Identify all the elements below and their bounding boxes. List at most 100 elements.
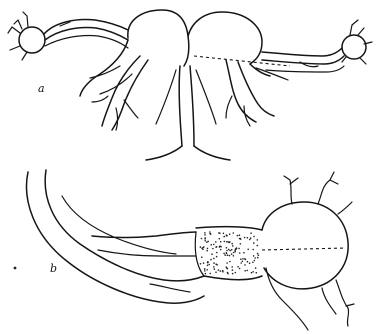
stipple-dot [233, 255, 235, 257]
stipple-dot [249, 239, 251, 241]
panel-b-label: b [50, 262, 57, 275]
stipple-dot [232, 245, 234, 247]
stipple-dot [213, 262, 215, 264]
stipple-dot [204, 237, 206, 239]
stipple-dot [215, 263, 217, 265]
stipple-dot [255, 272, 257, 274]
panel-b-drawing: b [14, 170, 354, 330]
stipple-dot [216, 246, 218, 248]
stipple-dot [226, 235, 228, 237]
stipple-dot [211, 253, 213, 255]
stipple-dot [236, 247, 238, 249]
left-lobe [128, 10, 189, 66]
stipple-dot [200, 263, 202, 265]
stipple-dot [226, 247, 228, 249]
stipple-dot [257, 257, 259, 259]
stipple-dot [254, 257, 256, 259]
stipple-dot [240, 258, 242, 260]
stipple-dot [214, 268, 216, 270]
large-bulb [262, 202, 348, 330]
stipple-dot [222, 270, 224, 272]
left-bulb [8, 12, 45, 60]
stipple-dot [206, 269, 208, 271]
stipple-dot [252, 262, 254, 264]
stipple-dot [213, 266, 215, 268]
stipple-dot [251, 272, 253, 274]
stipple-dot [233, 252, 235, 254]
stipple-dot [228, 249, 230, 251]
stipple-dot [247, 237, 249, 239]
stipple-dot [223, 236, 225, 238]
stipple-dot [250, 232, 252, 234]
stipple-dot [238, 248, 240, 250]
stipple-dot [208, 264, 210, 266]
stipple-dot [253, 236, 255, 238]
stipple-dot [244, 264, 246, 266]
stipple-dot [240, 243, 242, 245]
stipple-dot [239, 234, 241, 236]
upper-fibres [284, 172, 352, 214]
central-stalk [146, 66, 230, 160]
stipple-dot [229, 255, 231, 257]
stipple-dot [201, 256, 203, 258]
small-dot [14, 267, 17, 270]
stipple-dot [242, 261, 244, 263]
right-bulb [342, 20, 372, 64]
stipple-dot [227, 273, 229, 275]
stipple-dot [210, 259, 212, 261]
stipple-dot [258, 255, 260, 257]
stipple-dot [253, 242, 255, 244]
stipple-dot [228, 242, 230, 244]
stipple-dot [200, 246, 202, 248]
stipple-dot [201, 248, 203, 250]
stipple-dot [237, 235, 239, 237]
stipple-dot [239, 252, 241, 254]
stipple-dot [233, 232, 235, 234]
stipple-dot [232, 269, 234, 271]
stipple-dot [229, 233, 231, 235]
left-branches [90, 56, 148, 130]
stipple-dot [252, 249, 254, 251]
stipple-dot [231, 266, 233, 268]
stipple-dot [243, 252, 245, 254]
stipple-dot [240, 238, 242, 240]
stipple-dot [249, 262, 251, 264]
stipple-dot [257, 239, 259, 241]
stipple-dot [216, 252, 218, 254]
stipple-dot [213, 258, 215, 260]
stipple-dot [229, 261, 231, 263]
stipple-dot [204, 234, 206, 236]
stipple-dot [205, 273, 207, 275]
stipple-dot [244, 237, 246, 239]
stipple-dot [224, 241, 226, 243]
stipple-dot [209, 273, 211, 275]
stipple-dot [226, 250, 228, 252]
stipple-dot [246, 270, 248, 272]
stipple-dot [253, 255, 255, 257]
panel-b-dashed-line [262, 248, 346, 250]
stipple-dot [204, 268, 206, 270]
stipple-dot [244, 270, 246, 272]
right-tract [262, 48, 344, 72]
stipple-dot [231, 249, 233, 251]
lower-fibres [322, 280, 354, 326]
stipple-dot [201, 238, 203, 240]
stipple-dot [255, 267, 257, 269]
stipple-dot [244, 258, 246, 260]
stipple-dot [257, 253, 259, 255]
stipple-dot [209, 231, 211, 233]
stipple-dot [212, 248, 214, 250]
stipple-dot [242, 258, 244, 260]
stipple-dot [250, 237, 252, 239]
stipple-dot [207, 265, 209, 267]
stipple-dot [257, 245, 259, 247]
stipple-dot [219, 245, 221, 247]
left-tract [44, 20, 128, 48]
stipple-dot [237, 266, 239, 268]
stipple-dot [204, 240, 206, 242]
stipple-dot [226, 252, 228, 254]
stipple-dot [207, 261, 209, 263]
stipple-dot [231, 243, 233, 245]
stipple-dot [215, 271, 217, 273]
